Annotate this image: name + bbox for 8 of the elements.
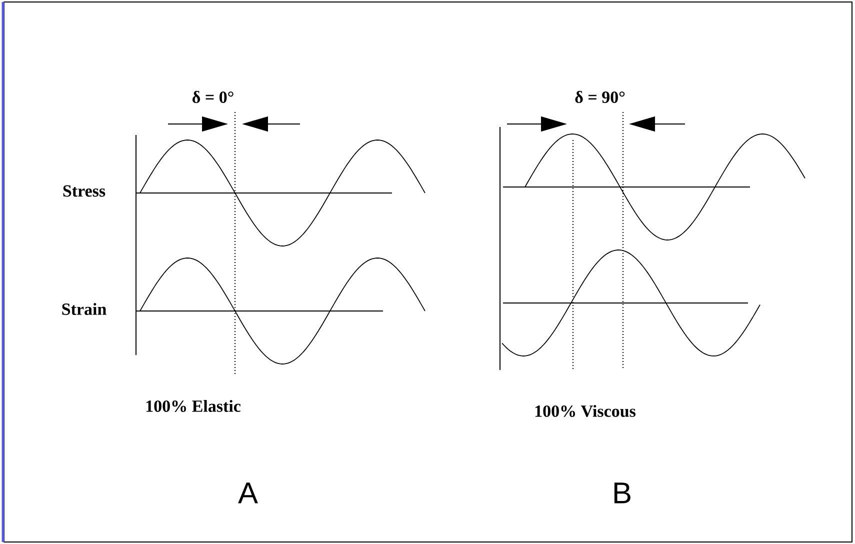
wave-label: Strain <box>62 303 106 315</box>
phase-angle-label: δ = 90° <box>575 90 625 104</box>
wave-label: Stress <box>63 185 106 197</box>
panel-letter: A <box>238 482 258 504</box>
caption: 100% Elastic <box>146 400 240 412</box>
panel-letter: B <box>614 482 630 504</box>
caption: 100% Viscous <box>535 404 636 417</box>
phase-angle-label: δ = 0° <box>192 90 234 104</box>
